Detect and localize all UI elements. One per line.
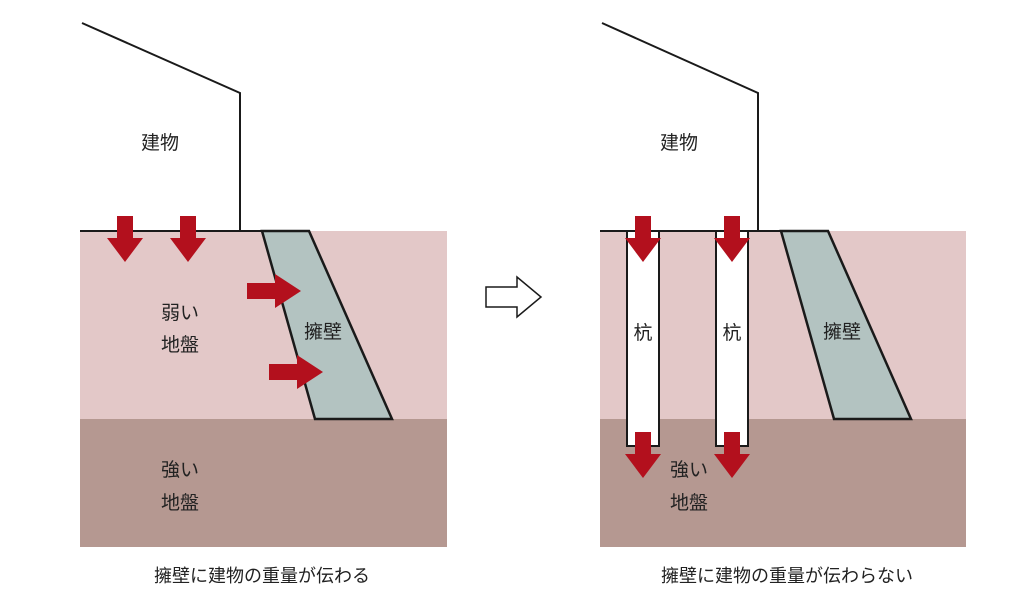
right-arrow-outline-icon <box>485 275 543 319</box>
strong-ground-label: 強い <box>670 459 708 481</box>
strong-ground-label: 地盤 <box>670 492 708 514</box>
retaining-wall <box>779 229 913 421</box>
pile-label: 杭 <box>633 322 652 344</box>
left-panel: 建物 弱い 地盤 擁壁 強い 地盤 擁壁に建物の重量が伝わる <box>80 22 447 587</box>
retaining-wall-label: 擁壁 <box>304 321 342 343</box>
right-panel: 建物 杭 杭 擁壁 強い 地盤 擁壁に建物の重量が伝わらない <box>600 22 966 587</box>
building-outline <box>601 22 759 231</box>
weak-ground <box>80 231 447 419</box>
strong-ground-label: 地盤 <box>161 492 199 514</box>
right-caption: 擁壁に建物の重量が伝わらない <box>661 566 913 587</box>
weak-ground-label: 地盤 <box>161 334 199 356</box>
building-label: 建物 <box>141 132 179 154</box>
weak-ground-label: 弱い <box>161 302 199 324</box>
left-caption: 擁壁に建物の重量が伝わる <box>154 566 370 587</box>
strong-ground <box>600 419 966 547</box>
pile-label: 杭 <box>722 322 741 344</box>
strong-ground-label: 強い <box>161 459 199 481</box>
retaining-wall-label: 擁壁 <box>823 321 861 343</box>
strong-ground <box>80 419 447 547</box>
weak-ground <box>600 231 966 419</box>
building-outline <box>81 22 241 231</box>
building-label: 建物 <box>660 132 698 154</box>
pile <box>626 230 660 447</box>
